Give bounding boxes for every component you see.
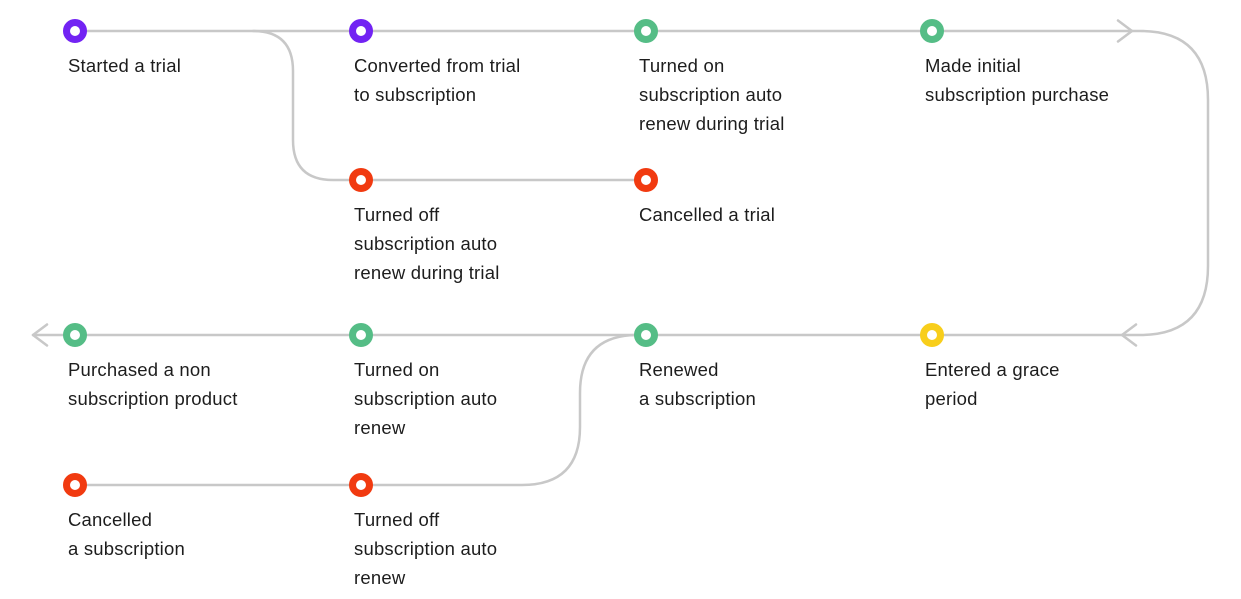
event-ring-icon[interactable] bbox=[349, 168, 373, 192]
arrow-left-mid-icon bbox=[1120, 323, 1138, 347]
event-ring-icon[interactable] bbox=[634, 323, 658, 347]
event-label: Turned on subscription auto renew bbox=[354, 359, 498, 438]
event-label: Cancelled a trial bbox=[639, 204, 776, 225]
event-ring-icon[interactable] bbox=[63, 19, 87, 43]
arrow-left-end-icon bbox=[31, 323, 49, 347]
event-label: Entered a grace period bbox=[925, 359, 1060, 409]
connector-subscription-cancel-branch bbox=[73, 333, 649, 487]
arrow-right-icon bbox=[1116, 19, 1134, 43]
event-label: Purchased a non subscription product bbox=[68, 359, 238, 409]
event-ring-icon[interactable] bbox=[920, 19, 944, 43]
event-label: Cancelled a subscription bbox=[68, 509, 185, 559]
event-ring-icon[interactable] bbox=[63, 473, 87, 497]
connector-trial-cancel-branch bbox=[251, 29, 648, 182]
event-label: Turned off subscription auto renew bbox=[354, 509, 498, 588]
event-label: Started a trial bbox=[68, 55, 182, 76]
event-label: Turned off subscription auto renew durin… bbox=[354, 204, 500, 283]
event-label: Converted from trial to subscription bbox=[354, 55, 521, 105]
event-ring-icon[interactable] bbox=[349, 323, 373, 347]
event-ring-icon[interactable] bbox=[920, 323, 944, 347]
event-ring-icon[interactable] bbox=[349, 19, 373, 43]
event-ring-icon[interactable] bbox=[63, 323, 87, 347]
connector-main-flow bbox=[31, 29, 1210, 337]
event-ring-icon[interactable] bbox=[349, 473, 373, 497]
event-ring-icon[interactable] bbox=[634, 168, 658, 192]
event-label: Made initial subscription purchase bbox=[925, 55, 1110, 105]
event-label: Turned on subscription auto renew during… bbox=[639, 55, 785, 134]
event-label: Renewed a subscription bbox=[639, 359, 756, 409]
event-ring-icon[interactable] bbox=[634, 19, 658, 43]
